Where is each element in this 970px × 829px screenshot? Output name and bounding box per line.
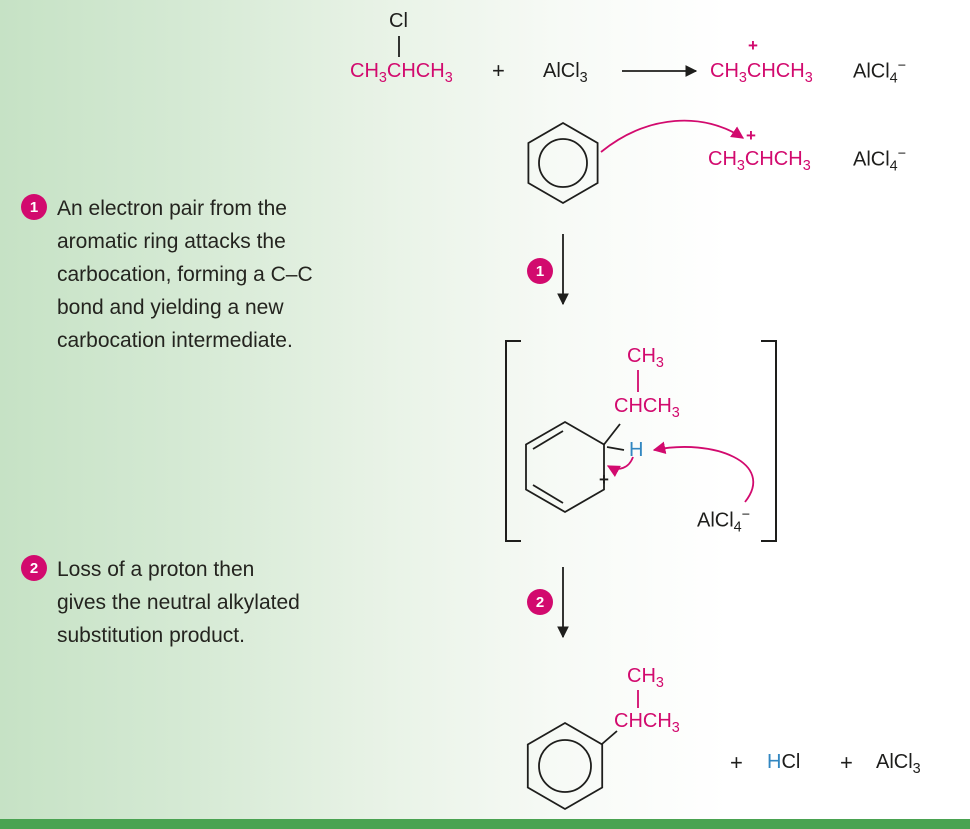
hydrogen-label: H	[629, 439, 644, 461]
carbocation-charge: +	[748, 36, 758, 55]
benzene-ring-circle	[538, 138, 588, 188]
product-ring-hexagon	[526, 721, 604, 811]
intermediate-ring-hexagon	[525, 420, 605, 514]
product-ring-circle	[538, 739, 592, 793]
plus-sign: +	[840, 750, 853, 775]
alcl4-deprotonation-arrow	[652, 441, 754, 503]
alcl4-anion-formula: AlCl4−	[853, 58, 907, 87]
carbocation-charge: +	[746, 126, 756, 145]
methyl-formula: CH3	[627, 665, 664, 691]
ring-substituent-bond	[603, 423, 621, 446]
benzene-ring-hexagon	[527, 121, 599, 205]
figure-bottom-bar	[0, 819, 970, 829]
alcl3-formula: AlCl3	[543, 60, 588, 86]
step-1-badge: 1	[21, 194, 47, 220]
ring-hydrogen-bond	[606, 446, 625, 451]
plus-sign: +	[730, 750, 743, 775]
ring-positive-charge: +	[599, 470, 609, 489]
hcl-formula: HCl	[767, 751, 800, 774]
hcl-hydrogen: H	[767, 751, 782, 773]
intermediate-double-bond-1	[532, 430, 564, 450]
chlorine-label: Cl	[389, 10, 408, 32]
carbocation-formula: CH3CHCH3	[708, 148, 811, 174]
alcl3-formula: AlCl3	[876, 751, 921, 777]
methyl-formula: CH3	[627, 345, 664, 371]
step-1-arrow-badge: 1	[527, 258, 553, 284]
alcl4-anion-formula: AlCl4−	[853, 146, 907, 175]
carbocation-formula: CH3CHCH3	[710, 60, 813, 86]
plus-sign: +	[492, 58, 505, 83]
step-2-badge: 2	[21, 555, 47, 581]
alcl4-anion-formula: AlCl4−	[697, 507, 751, 536]
bracket-right	[761, 340, 777, 542]
step-2-arrow-badge: 2	[527, 589, 553, 615]
step-1-text: An electron pair from the aromatic ring …	[57, 197, 313, 352]
bracket-left	[505, 340, 521, 542]
isopropyl-formula: CHCH3	[614, 395, 680, 421]
alkyl-halide-formula: CH3CHCH3	[350, 60, 453, 86]
hcl-chloride: Cl	[781, 751, 801, 773]
step-2-text: Loss of a proton then gives the neutral …	[57, 558, 300, 647]
isopropyl-formula: CHCH3	[614, 710, 680, 736]
intermediate-double-bond-2	[532, 484, 564, 504]
